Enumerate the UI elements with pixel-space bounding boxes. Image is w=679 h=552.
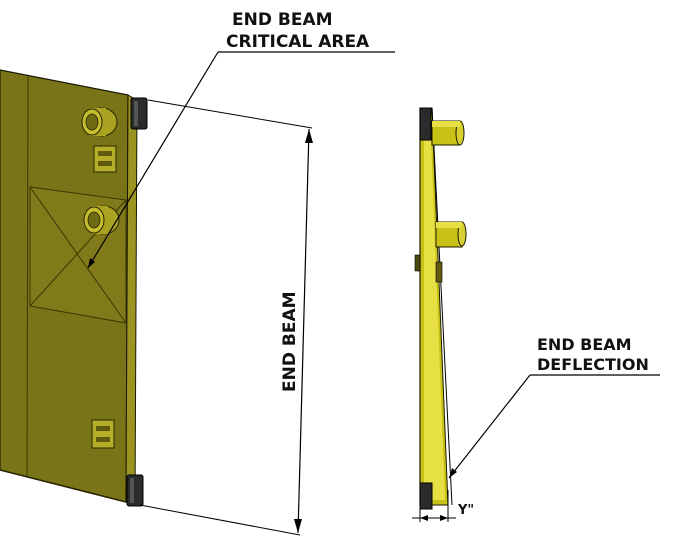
deflection-leader bbox=[448, 374, 660, 479]
latch-bracket-top bbox=[93, 145, 117, 173]
y-dimension-label: Y" bbox=[457, 503, 474, 518]
panel-divider bbox=[26, 75, 29, 478]
panel-isometric-view bbox=[0, 69, 148, 507]
critical-area-label-line1: END BEAM bbox=[232, 10, 333, 30]
side-end-cap-top bbox=[419, 107, 432, 141]
latch-bracket-bottom bbox=[91, 419, 115, 449]
deflection-label-line1: END BEAM bbox=[537, 335, 632, 354]
side-end-cap-bottom bbox=[419, 482, 433, 510]
side-latch-b bbox=[435, 261, 443, 283]
end-cap-bottom bbox=[126, 474, 144, 507]
panel-edge bbox=[125, 94, 138, 506]
side-fitting-top bbox=[431, 120, 465, 146]
side-fitting-middle bbox=[435, 221, 467, 248]
panel-side-view bbox=[414, 107, 467, 510]
critical-area-leader bbox=[87, 51, 395, 269]
side-latch-a bbox=[414, 254, 421, 272]
end-cap-top bbox=[130, 97, 148, 130]
end-beam-dimension bbox=[139, 99, 313, 536]
critical-area-label-line2: CRITICAL AREA bbox=[226, 32, 370, 52]
pipe-fitting-top bbox=[81, 107, 118, 137]
end-beam-dimension-label: END BEAM bbox=[280, 291, 300, 392]
pipe-fitting-middle bbox=[83, 205, 120, 235]
side-beam-highlight bbox=[424, 112, 445, 500]
deflection-profile bbox=[431, 107, 453, 506]
panel-bottom-edge bbox=[0, 469, 127, 503]
y-dimension bbox=[412, 490, 456, 522]
deflection-label-line2: DEFLECTION bbox=[537, 355, 649, 374]
